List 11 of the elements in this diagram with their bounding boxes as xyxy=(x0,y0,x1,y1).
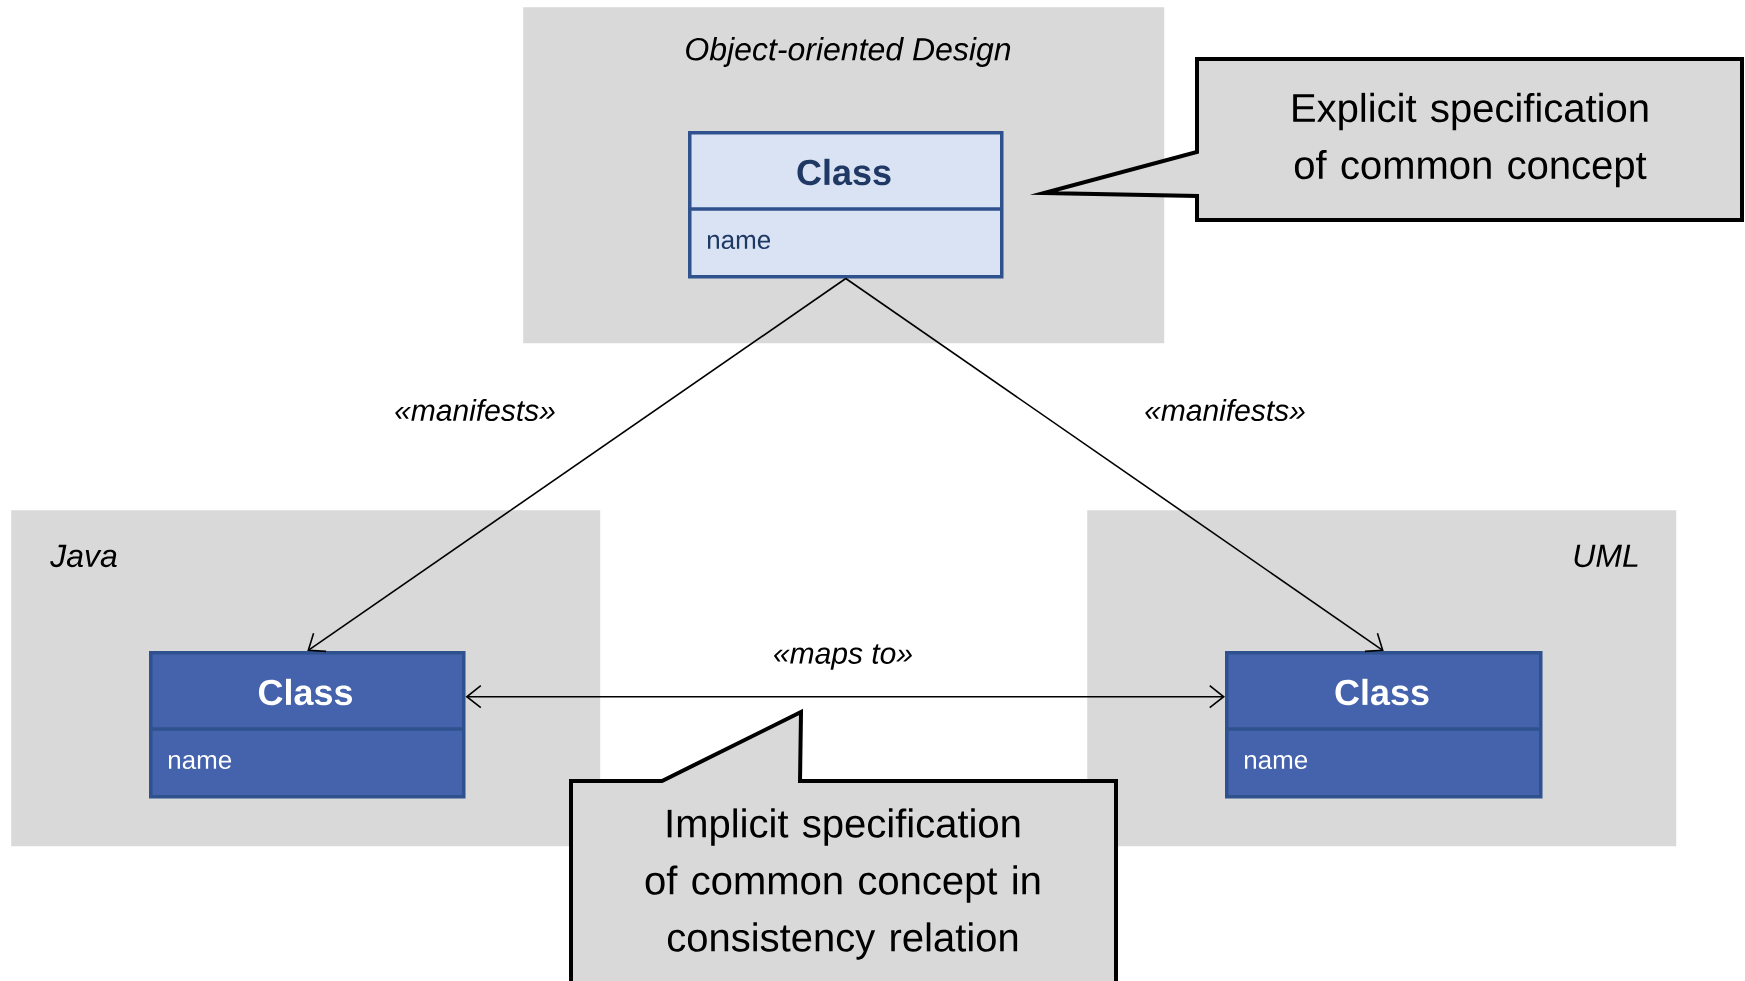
arrow xyxy=(307,277,847,653)
class-box: Class name xyxy=(688,131,1004,279)
arrow xyxy=(844,277,1384,653)
edge-label: «manifests» xyxy=(1142,397,1308,423)
node-label: Explicit specification of common concept xyxy=(1293,92,1648,188)
class-box: Class name xyxy=(1225,651,1543,799)
arrow xyxy=(465,684,1225,709)
callout-box: Implicit specification of common concept in consistency relation xyxy=(569,708,1118,981)
edge-label: «maps to» xyxy=(770,642,916,672)
class-box: Class name xyxy=(149,651,466,799)
edge-label: «manifests» xyxy=(392,397,558,423)
